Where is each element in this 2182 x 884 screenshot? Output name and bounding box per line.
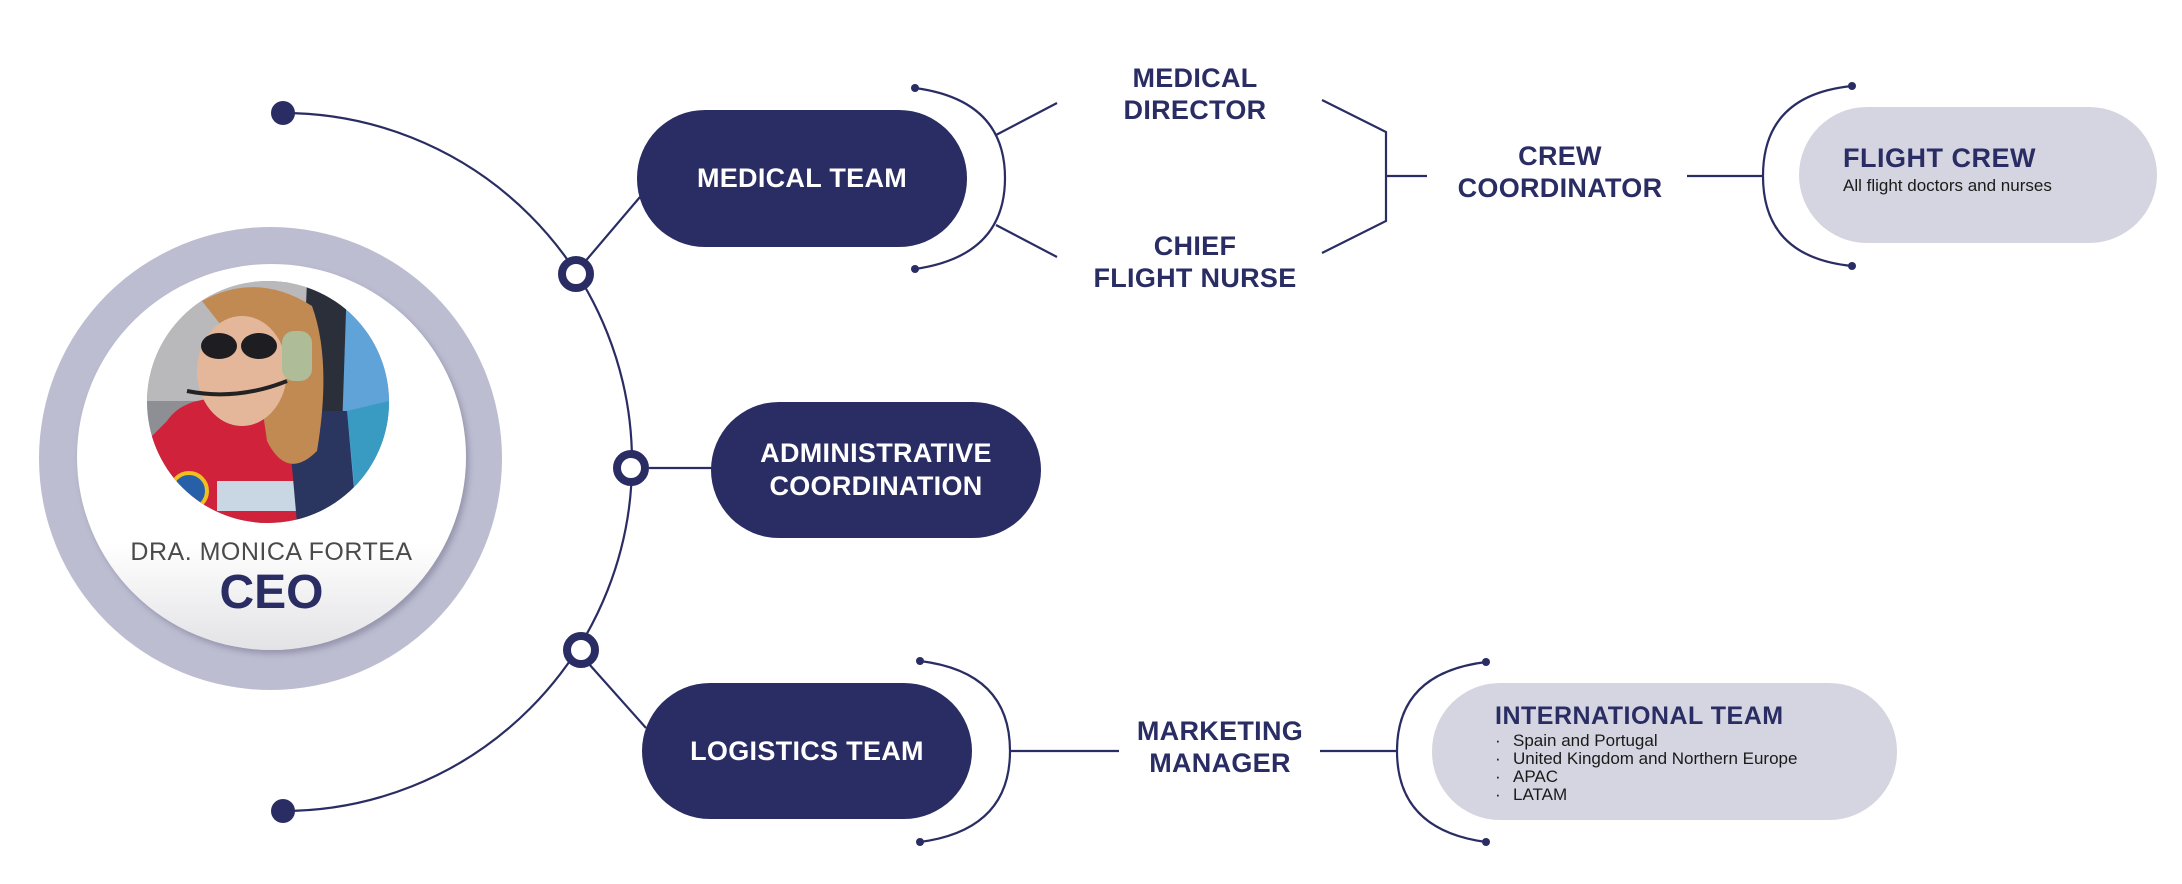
flight-crew-node[interactable]: FLIGHT CREW All flight doctors and nurse… xyxy=(1799,107,2157,243)
role-line: MEDICAL xyxy=(1132,63,1258,93)
international-team-node[interactable]: INTERNATIONAL TEAM ·Spain and Portugal ·… xyxy=(1432,683,1897,820)
region-list: ·Spain and Portugal ·United Kingdom and … xyxy=(1495,732,1897,804)
role-line: CHIEF xyxy=(1153,231,1237,261)
medical-team-node[interactable]: MEDICAL TEAM xyxy=(637,110,967,247)
bracket-dot xyxy=(1848,262,1856,270)
ceo-title: CEO xyxy=(219,566,324,619)
role-line: MANAGER xyxy=(1149,748,1291,778)
link-chief-nurse xyxy=(995,224,1058,258)
link-medical xyxy=(582,196,641,265)
role-line: DIRECTOR xyxy=(1123,95,1267,125)
international-team-title: INTERNATIONAL TEAM xyxy=(1495,702,1784,730)
medical-director-role[interactable]: MEDICAL DIRECTOR xyxy=(1065,62,1325,126)
logistics-team-node[interactable]: LOGISTICS TEAM xyxy=(642,683,972,819)
bracket-dot xyxy=(911,84,919,92)
admin-coordination-node[interactable]: ADMINISTRATIVE COORDINATION xyxy=(711,402,1041,538)
bracket-dot xyxy=(1482,838,1490,846)
admin-label-line-1: ADMINISTRATIVE xyxy=(760,438,992,468)
bracket-dot xyxy=(916,838,924,846)
bracket-dot xyxy=(911,265,919,273)
region-item: ·Spain and Portugal xyxy=(1495,731,1658,750)
bullet-icon: · xyxy=(1495,749,1501,768)
ceo-photo-illustration xyxy=(147,281,389,523)
role-line: MARKETING xyxy=(1136,716,1304,746)
role-line: FLIGHT NURSE xyxy=(1093,263,1297,293)
admin-label-line-2: COORDINATION xyxy=(769,471,983,501)
role-line: COORDINATOR xyxy=(1457,173,1663,203)
ceo-photo xyxy=(147,281,389,523)
region-item: ·APAC xyxy=(1495,767,1559,786)
international-bracket xyxy=(1395,660,1487,844)
medical-team-label: MEDICAL TEAM xyxy=(696,163,908,193)
bullet-icon: · xyxy=(1495,731,1501,750)
crew-coordinator-role[interactable]: CREW COORDINATOR xyxy=(1430,140,1690,204)
region-item: ·LATAM xyxy=(1495,785,1568,804)
marketing-manager-role[interactable]: MARKETING MANAGER xyxy=(1120,715,1320,779)
link-logistics xyxy=(588,663,647,729)
flight-crew-subtitle: All flight doctors and nurses xyxy=(1843,176,2052,195)
join-bracket xyxy=(1321,99,1388,254)
arc-end-dot-top xyxy=(271,101,295,125)
role-line: CREW xyxy=(1518,141,1602,171)
bullet-icon: · xyxy=(1495,767,1501,786)
bullet-icon: · xyxy=(1495,785,1501,804)
chief-flight-nurse-role[interactable]: CHIEF FLIGHT NURSE xyxy=(1065,230,1325,294)
node-medical xyxy=(558,256,594,292)
region-item: ·United Kingdom and Northern Europe xyxy=(1495,749,1798,768)
node-admin xyxy=(613,450,649,486)
logistics-team-label: LOGISTICS TEAM xyxy=(690,735,924,766)
bracket-dot xyxy=(1482,658,1490,666)
arc-end-dot-bottom xyxy=(271,799,295,823)
bracket-dot xyxy=(916,657,924,665)
node-logistics xyxy=(563,632,599,668)
flight-crew-bracket xyxy=(1761,84,1853,268)
flight-crew-title: FLIGHT CREW xyxy=(1843,143,2036,173)
medical-bracket xyxy=(914,86,1007,271)
link-medical-director xyxy=(995,102,1058,136)
bracket-dot xyxy=(1848,82,1856,90)
ceo-name: DRA. MONICA FORTEA xyxy=(130,538,413,566)
